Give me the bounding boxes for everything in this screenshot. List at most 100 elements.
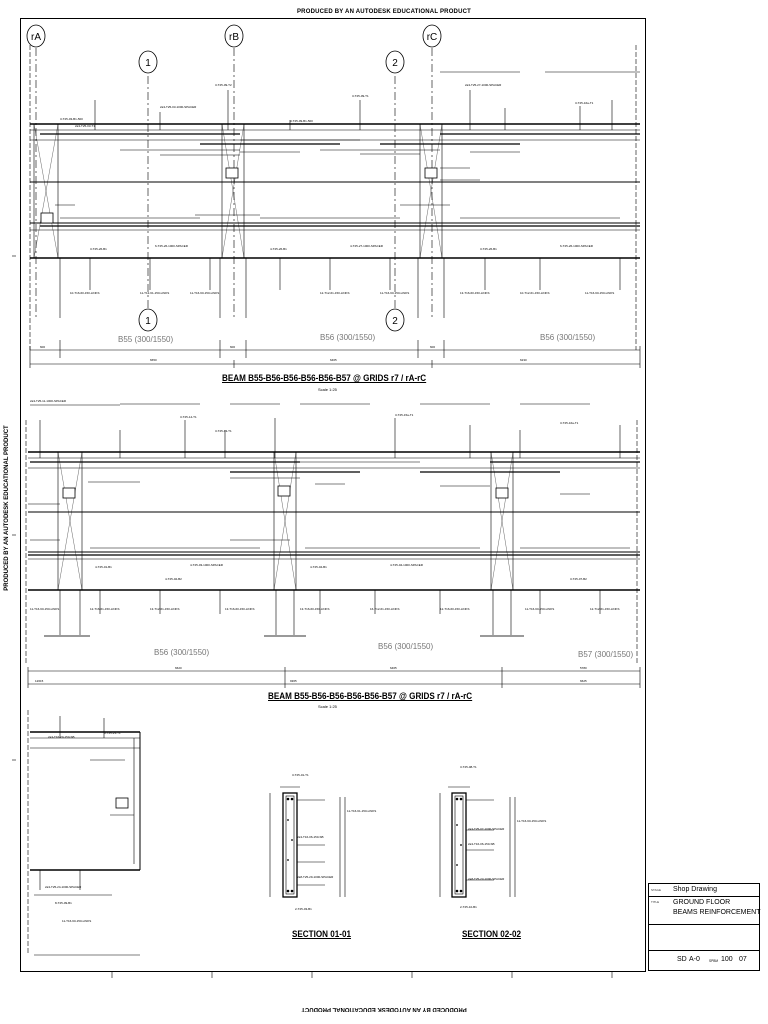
beam-label-b57: B57 (300/1550) bbox=[578, 650, 634, 659]
svg-text:600: 600 bbox=[430, 345, 435, 349]
svg-text:6465: 6465 bbox=[390, 666, 397, 670]
tb-stage-key: STAGE bbox=[651, 888, 661, 892]
svg-text:2a3-T25-27-1000-SPACER: 2a3-T25-27-1000-SPACER bbox=[465, 83, 502, 87]
drawing-scale-1: Scale 1:25 bbox=[318, 387, 337, 392]
tb-meta-row bbox=[649, 924, 759, 951]
svg-text:11-T16-60-150-LINKS: 11-T16-60-150-LINKS bbox=[30, 607, 59, 611]
svg-text:2-T25-10-B1: 2-T25-10-B1 bbox=[460, 905, 477, 909]
svg-text:3-T25-16a-T1: 3-T25-16a-T1 bbox=[560, 421, 579, 425]
svg-text:2a8-T25-29-1000-SPACER: 2a8-T25-29-1000-SPACER bbox=[297, 875, 334, 879]
beam-label-b56-b: B56 (300/1550) bbox=[540, 333, 596, 342]
svg-text:11-T16-60-150-LINKS: 11-T16-60-150-LINKS bbox=[525, 607, 554, 611]
svg-text:3-T25-21-T1: 3-T25-21-T1 bbox=[104, 731, 121, 735]
svg-text:11-T16-60-150-LINKS: 11-T16-60-150-LINKS bbox=[62, 919, 91, 923]
svg-text:6-T25-26-1000-SPACER: 6-T25-26-1000-SPACER bbox=[155, 244, 189, 248]
drawing-frame bbox=[20, 18, 646, 972]
section-title-01: SECTION 01-01 bbox=[292, 929, 351, 939]
tb-title-line1: GROUND FLOOR bbox=[673, 899, 731, 906]
svg-text:6620: 6620 bbox=[175, 666, 182, 670]
svg-text:2a3-T25-24-1000-SPACER: 2a3-T25-24-1000-SPACER bbox=[45, 885, 82, 889]
beam-label-b56-c: B56 (300/1550) bbox=[154, 648, 210, 657]
svg-text:3-T25-09-T1: 3-T25-09-T1 bbox=[352, 94, 369, 98]
svg-text:11-T12-61-150-LINKS: 11-T12-61-150-LINKS bbox=[140, 291, 169, 295]
svg-text:11-T16-60-150-LINKS: 11-T16-60-150-LINKS bbox=[190, 291, 219, 295]
svg-text:2a3-T16-06-150-SB: 2a3-T16-06-150-SB bbox=[468, 842, 495, 846]
svg-text:3-T25-16a-T1: 3-T25-16a-T1 bbox=[575, 101, 594, 105]
svg-text:11-T16-60-150-LINKS: 11-T16-60-150-LINKS bbox=[585, 291, 614, 295]
svg-text:3-T25-13-T1: 3-T25-13-T1 bbox=[215, 429, 232, 433]
svg-text:2a3-T25-03-T1: 2a3-T25-03-T1 bbox=[75, 124, 95, 128]
svg-text:5780: 5780 bbox=[580, 666, 587, 670]
svg-text:13-T16-60-150-LINKS: 13-T16-60-150-LINKS bbox=[300, 607, 330, 611]
svg-text:3-T25-07-B2: 3-T25-07-B2 bbox=[570, 577, 587, 581]
tb-stage: Shop Drawing bbox=[673, 886, 717, 893]
section-label-1-bottom: 1 bbox=[145, 316, 151, 327]
svg-text:12-T12-61-150-LINKS: 12-T12-61-150-LINKS bbox=[590, 607, 620, 611]
grid-label-b: rB bbox=[229, 32, 239, 43]
svg-text:3-T25-09-T2: 3-T25-09-T2 bbox=[215, 83, 232, 87]
tb-sheet-ref: A-0 bbox=[689, 956, 700, 963]
tb-title-row: TITLE GROUND FLOOR BEAMS REINFORCEMENT bbox=[649, 896, 761, 925]
svg-text:3-T25-26-B1: 3-T25-26-B1 bbox=[90, 247, 107, 251]
svg-text:3-T25-14-T1: 3-T25-14-T1 bbox=[180, 415, 197, 419]
svg-text:4-T25-26-B1: 4-T25-26-B1 bbox=[270, 247, 287, 251]
svg-text:6230: 6230 bbox=[520, 358, 527, 362]
section-title-02: SECTION 02-02 bbox=[462, 929, 521, 939]
svg-text:9365: 9365 bbox=[290, 679, 297, 683]
title-block: STAGE Shop Drawing TITLE GROUND FLOOR BE… bbox=[648, 883, 761, 971]
svg-text:10-T16-60-150-LINKS: 10-T16-60-150-LINKS bbox=[70, 291, 100, 295]
drawing-title-2: BEAM B55-B56-B56-B56-B56-B57 @ GRIDS r7 … bbox=[268, 691, 473, 701]
svg-text:12615: 12615 bbox=[35, 679, 44, 683]
svg-text:6650: 6650 bbox=[150, 358, 157, 362]
svg-text:12-T12-61-150-LINKS: 12-T12-61-150-LINKS bbox=[320, 291, 350, 295]
svg-text:11-T16-61-150-LINKS: 11-T16-61-150-LINKS bbox=[347, 809, 376, 813]
svg-text:13-T16-60-150-LINKS: 13-T16-60-150-LINKS bbox=[460, 291, 490, 295]
section-label-2: 2 bbox=[392, 58, 398, 69]
tb-code: SPBM bbox=[709, 959, 719, 963]
drawing-title-1: BEAM B55-B56-B56-B56-B56-B57 @ GRIDS r7 … bbox=[222, 373, 427, 383]
svg-text:4-T25-02-B2: 4-T25-02-B2 bbox=[165, 577, 182, 581]
svg-text:11-T16-60-150-LINKS: 11-T16-60-150-LINKS bbox=[517, 819, 546, 823]
svg-text:3-T25-15a-T1: 3-T25-15a-T1 bbox=[395, 413, 414, 417]
tb-scale: 100 bbox=[721, 956, 733, 963]
grid-label-c: rC bbox=[427, 32, 438, 43]
svg-text:2a3-T25-03-1000-SPACER: 2a3-T25-03-1000-SPACER bbox=[160, 105, 197, 109]
svg-text:4-T25-27-1000-SPACER: 4-T25-27-1000-SPACER bbox=[350, 244, 384, 248]
svg-text:3-T25-03-B1-500: 3-T25-03-B1-500 bbox=[60, 117, 83, 121]
tb-title-key: TITLE bbox=[651, 900, 660, 904]
svg-text:2a3-T16-06-150-SB: 2a3-T16-06-150-SB bbox=[297, 835, 324, 839]
beam-label-b55: B55 (300/1550) bbox=[118, 335, 174, 344]
svg-text:8-T25-09-B1: 8-T25-09-B1 bbox=[55, 901, 72, 905]
svg-text:13-T12-61-150-LINKS: 13-T12-61-150-LINKS bbox=[150, 607, 180, 611]
svg-text:4-T25-04-B1: 4-T25-04-B1 bbox=[310, 565, 327, 569]
svg-text:12-T16-60-150-LINKS: 12-T16-60-150-LINKS bbox=[440, 607, 470, 611]
svg-text:16-T12-61-150-LINKS: 16-T12-61-150-LINKS bbox=[370, 607, 400, 611]
svg-text:11-T16-60-150-LINKS: 11-T16-60-150-LINKS bbox=[380, 291, 409, 295]
svg-text:2a3-T16-20-150-SB: 2a3-T16-20-150-SB bbox=[48, 735, 75, 739]
tb-stage-row: STAGE Shop Drawing bbox=[649, 884, 759, 897]
tb-drawing-no: SD bbox=[677, 956, 687, 963]
svg-text:10-T12-61-150-LINKS: 10-T12-61-150-LINKS bbox=[520, 291, 550, 295]
tb-sheet-row: SD A-0 SPBM 100 07 bbox=[649, 950, 759, 970]
svg-text:2a8-T25-23-1000-SPACER: 2a8-T25-23-1000-SPACER bbox=[468, 877, 505, 881]
svg-text:12-T16-61-150-LINKS: 12-T16-61-150-LINKS bbox=[90, 607, 120, 611]
watermark-top: PRODUCED BY AN AUTODESK EDUCATIONAL PROD… bbox=[296, 9, 472, 15]
svg-text:6-T25-26-1000-SPACER: 6-T25-26-1000-SPACER bbox=[560, 244, 594, 248]
svg-text:3-T25-26-B1: 3-T25-26-B1 bbox=[480, 247, 497, 251]
svg-text:3-T25-08-T1: 3-T25-08-T1 bbox=[460, 765, 477, 769]
svg-text:2a3-T25-11-1000-SPACER: 2a3-T25-11-1000-SPACER bbox=[30, 399, 67, 403]
svg-text:2-T25-03-B1: 2-T25-03-B1 bbox=[295, 907, 312, 911]
svg-text:3-T25-09-B1-500: 3-T25-09-B1-500 bbox=[290, 119, 313, 123]
svg-text:6465: 6465 bbox=[330, 358, 337, 362]
svg-text:4-T25-03-1000-SPACER: 4-T25-03-1000-SPACER bbox=[190, 563, 224, 567]
section-label-1: 1 bbox=[145, 58, 151, 69]
svg-text:2a3-T25-07-1000-SPACER: 2a3-T25-07-1000-SPACER bbox=[468, 827, 505, 831]
svg-text:4-T25-04-1000-SPACER: 4-T25-04-1000-SPACER bbox=[390, 563, 424, 567]
drawing-scale-2: Scale 1:25 bbox=[318, 704, 337, 709]
svg-text:600: 600 bbox=[40, 345, 45, 349]
svg-text:600: 600 bbox=[230, 345, 235, 349]
svg-text:13-T16-60-150-LINKS: 13-T16-60-150-LINKS bbox=[225, 607, 255, 611]
beam-label-b56-a: B56 (300/1550) bbox=[320, 333, 376, 342]
